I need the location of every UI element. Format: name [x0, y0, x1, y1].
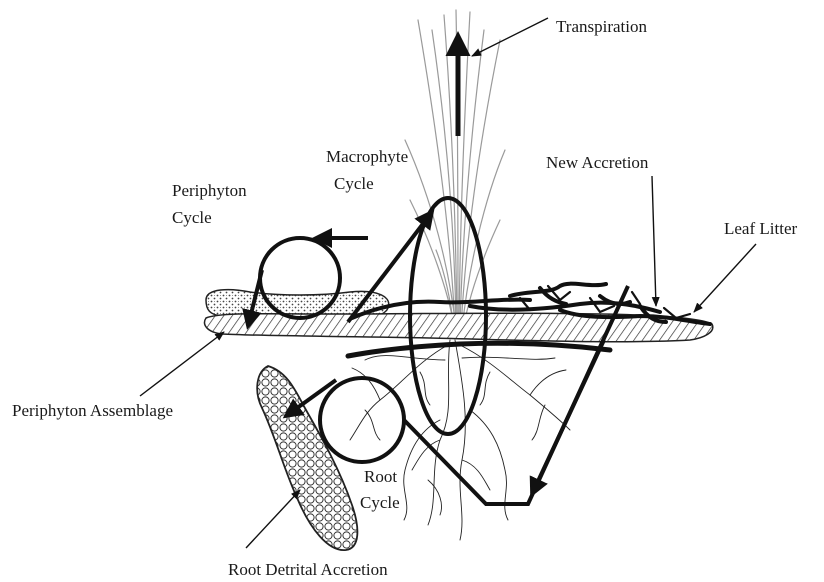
new-accretion-leader	[652, 176, 656, 306]
leaf-litter-leader	[694, 244, 756, 312]
label-periphyton-assemblage: Periphyton Assemblage	[12, 401, 173, 420]
label-periphyton-cycle-line2: Cycle	[172, 208, 212, 227]
label-new-accretion: New Accretion	[546, 153, 649, 172]
label-transpiration: Transpiration	[556, 17, 647, 36]
label-root-cycle-line2: Cycle	[360, 493, 400, 512]
root-cycle-return-arrow	[532, 340, 604, 494]
macrophyte-shoot	[405, 10, 505, 330]
label-leaf-litter: Leaf Litter	[724, 219, 797, 238]
label-macrophyte-cycle-line1: Macrophyte	[326, 147, 408, 166]
subsurface-accretion-band	[348, 343, 610, 356]
periphyton-assemblage-leader	[140, 332, 224, 396]
label-root-detrital-accretion: Root Detrital Accretion	[228, 560, 388, 579]
root-detrital-accretion-leader	[246, 490, 300, 548]
label-periphyton-cycle-line1: Periphyton	[172, 181, 247, 200]
label-macrophyte-cycle-line2: Cycle	[334, 174, 374, 193]
leader-lines	[140, 18, 756, 548]
label-root-cycle-line1: Root	[364, 467, 397, 486]
